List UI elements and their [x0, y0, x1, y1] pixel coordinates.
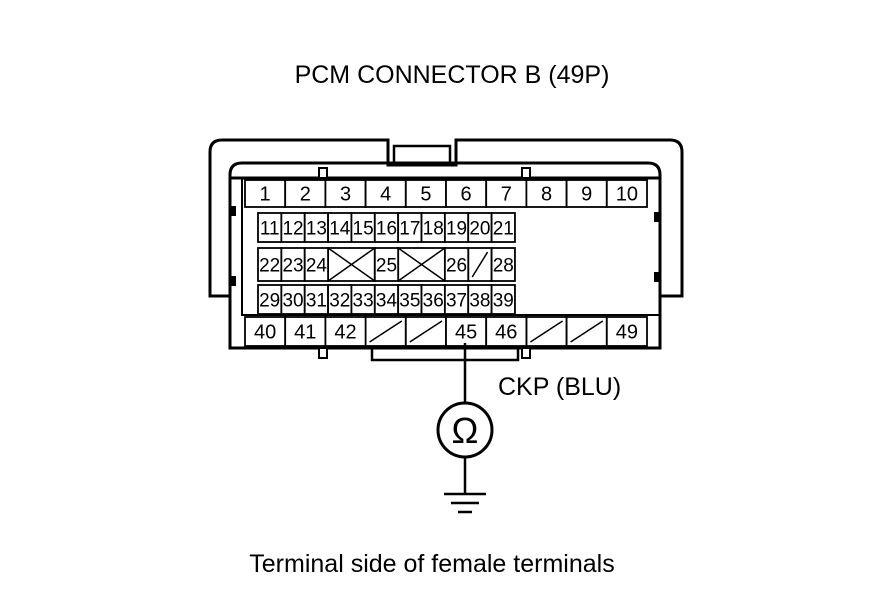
terminal-cell — [404, 179, 447, 208]
terminal-cell — [485, 316, 528, 347]
terminal-number: 38 — [469, 291, 490, 312]
terminal-number: 15 — [353, 219, 374, 240]
terminal-cell — [490, 284, 516, 315]
blank-cavity-mark — [369, 320, 403, 343]
terminal-number: 2 — [300, 184, 311, 206]
terminal-number: 16 — [376, 219, 397, 240]
terminal-number: 26 — [446, 256, 467, 277]
terminal-number: 24 — [306, 256, 328, 277]
terminal-number: 39 — [493, 291, 514, 312]
terminal-number: 30 — [282, 291, 303, 312]
blank-cavity-mark — [529, 320, 564, 343]
terminal-cell — [373, 247, 400, 282]
terminal-number: 6 — [461, 184, 472, 206]
ground-icon — [444, 492, 486, 514]
terminal-number: 1 — [260, 184, 271, 206]
terminal-number: 36 — [423, 291, 444, 312]
terminal-number: 29 — [259, 291, 280, 312]
terminal-number: 14 — [329, 219, 351, 240]
terminal-number: 4 — [380, 184, 391, 206]
terminal-number: 9 — [581, 184, 592, 206]
terminal-number: 32 — [329, 291, 350, 312]
terminal-number: 35 — [399, 291, 420, 312]
blank-cavity-mark — [570, 320, 604, 343]
terminal-number: 42 — [334, 322, 356, 344]
blank-cavity-mark — [397, 247, 446, 282]
terminal-number: 41 — [294, 322, 316, 344]
terminal-cell — [244, 316, 287, 347]
terminal-number: 28 — [493, 256, 514, 277]
connector-housing — [208, 138, 684, 362]
terminal-cell — [324, 179, 367, 208]
probe-label: CKP (BLU) — [498, 373, 621, 401]
terminal-cell — [284, 316, 327, 347]
terminal-cell — [443, 247, 470, 282]
terminal-number: 20 — [469, 219, 490, 240]
terminal-number: 40 — [254, 322, 276, 344]
terminal-number: 45 — [455, 322, 477, 344]
terminal-number: 25 — [376, 256, 397, 277]
terminal-number: 10 — [616, 184, 638, 206]
terminal-number: 13 — [306, 219, 327, 240]
terminal-number: 34 — [376, 291, 398, 312]
terminal-number: 5 — [420, 184, 431, 206]
terminal-number: 12 — [282, 219, 303, 240]
ohmmeter-icon: Ω — [436, 401, 494, 459]
terminal-cell — [490, 212, 516, 243]
terminal-number: 7 — [501, 184, 512, 206]
terminal-number: 23 — [282, 256, 303, 277]
terminal-cell — [490, 247, 516, 282]
diagram-caption: Terminal side of female terminals — [249, 550, 614, 578]
terminal-number: 33 — [353, 291, 374, 312]
terminal-number: 8 — [541, 184, 552, 206]
terminal-number: 17 — [399, 219, 420, 240]
terminal-cell — [303, 247, 329, 282]
terminal-number: 22 — [259, 256, 280, 277]
ohm-symbol: Ω — [452, 410, 479, 451]
terminal-number: 3 — [340, 184, 351, 206]
terminal-cell — [605, 179, 648, 208]
blank-cavity-mark — [409, 320, 443, 343]
terminal-number: 18 — [423, 219, 444, 240]
blank-cavity-mark — [471, 251, 489, 278]
terminal-cell — [324, 316, 367, 347]
terminal-number: 49 — [616, 322, 638, 344]
terminal-number: 11 — [260, 219, 280, 240]
terminal-number: 46 — [495, 322, 517, 344]
blank-cavity-mark — [327, 247, 376, 282]
terminal-cell — [244, 179, 287, 208]
terminal-number: 19 — [446, 219, 467, 240]
diagram-title: PCM CONNECTOR B (49P) — [295, 61, 610, 89]
terminal-number: 31 — [306, 291, 327, 312]
terminal-cell — [605, 316, 648, 347]
terminal-number: 21 — [493, 219, 514, 240]
terminal-number: 37 — [446, 291, 467, 312]
connector-keys — [230, 167, 660, 359]
